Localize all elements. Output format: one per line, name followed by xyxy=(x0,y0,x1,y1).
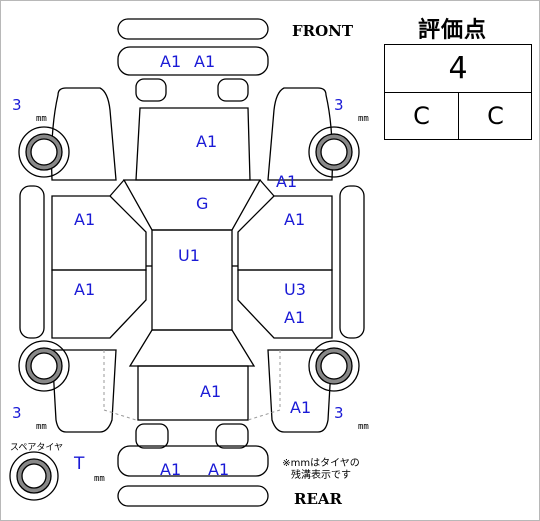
rear-light-right xyxy=(215,423,249,449)
rear-bumper-bottom xyxy=(117,485,269,507)
damage-roof: U1 xyxy=(178,246,200,265)
damage-front-bumper-right: A1 xyxy=(194,52,216,71)
front-right-fender xyxy=(267,87,334,181)
damage-windshield: G xyxy=(196,194,209,213)
damage-rear-right-door-1: U3 xyxy=(284,280,306,299)
rear-left-tire-depth: 3 xyxy=(12,404,22,422)
windshield xyxy=(122,179,262,231)
rear-left-tire xyxy=(18,340,70,392)
front-right-tire-depth: 3 xyxy=(334,96,344,114)
front-right-tire xyxy=(308,126,360,178)
spare-tire-label: スペアタイヤ xyxy=(10,443,64,453)
damage-front-right-door: A1 xyxy=(284,210,306,229)
front-right-door xyxy=(237,195,333,271)
rear-light-left xyxy=(135,423,169,449)
front-right-tire-unit: mm xyxy=(358,114,369,124)
front-left-tire xyxy=(18,126,70,178)
front-label: FRONT xyxy=(292,22,354,40)
damage-trunk: A1 xyxy=(200,382,222,401)
damage-front-right-fender: A1 xyxy=(276,172,298,191)
rear-bumper xyxy=(117,445,269,477)
grade-title: 評価点 xyxy=(418,18,488,43)
spare-tire xyxy=(9,451,59,501)
damage-rear-left-door: A1 xyxy=(74,280,96,299)
front-headlight-left xyxy=(135,78,167,102)
grade-exterior: C xyxy=(487,102,504,130)
rear-left-tire-unit: mm xyxy=(36,422,47,432)
tire-note: ※mmはタイヤの 残溝表示です xyxy=(266,458,376,482)
damage-rear-right-door-2: A1 xyxy=(284,308,306,327)
rear-left-door xyxy=(51,269,147,339)
rear-right-tire-depth: 3 xyxy=(334,404,344,422)
spare-tire-unit: mm xyxy=(94,474,105,484)
rear-right-tire xyxy=(308,340,360,392)
rear-right-tire-unit: mm xyxy=(358,422,369,432)
grade-score: 4 xyxy=(385,45,531,93)
front-left-tire-unit: mm xyxy=(36,114,47,124)
damage-front-left-door: A1 xyxy=(74,210,96,229)
damage-rear-bumper-right: A1 xyxy=(208,460,230,479)
grade-table: 4 C C xyxy=(384,44,532,140)
spare-tire-mark: T xyxy=(74,454,85,474)
front-bumper-top xyxy=(117,18,269,40)
rear-right-door xyxy=(237,269,333,339)
damage-rear-bumper-left: A1 xyxy=(160,460,182,479)
tire-note-line2: 残溝表示です xyxy=(291,470,351,481)
front-headlight-right xyxy=(217,78,249,102)
rear-label: REAR xyxy=(294,490,343,508)
tire-note-line1: ※mmはタイヤの xyxy=(282,458,360,469)
rear-left-fender xyxy=(51,349,117,433)
damage-hood: A1 xyxy=(196,132,218,151)
right-sill xyxy=(339,185,365,339)
trunk xyxy=(137,365,249,421)
grade-interior: C xyxy=(385,93,459,139)
damage-rear-right-fender: A1 xyxy=(290,398,312,417)
left-sill xyxy=(19,185,45,339)
roof xyxy=(151,229,233,331)
front-bumper xyxy=(117,46,269,76)
front-left-tire-depth: 3 xyxy=(12,96,22,114)
rear-glass xyxy=(128,329,256,367)
front-left-fender xyxy=(50,87,117,181)
damage-front-bumper-left: A1 xyxy=(160,52,182,71)
hood xyxy=(135,107,251,181)
front-left-door xyxy=(51,195,147,271)
rear-right-fender xyxy=(267,349,333,433)
